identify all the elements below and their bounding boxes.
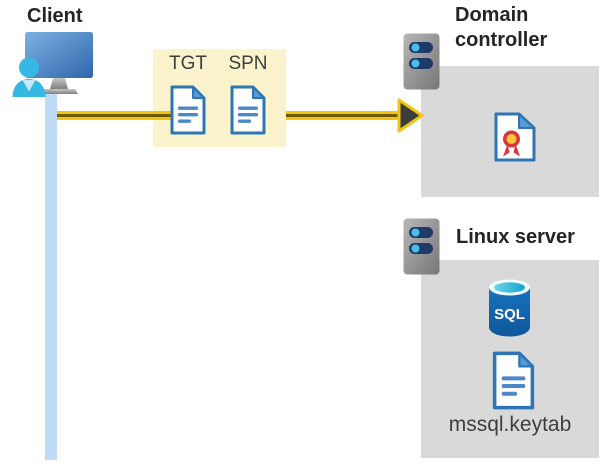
keytab-document-icon (492, 351, 535, 410)
tgt-label: TGT (169, 53, 207, 74)
certificate-icon (494, 112, 536, 162)
domain-controller-server-icon (403, 33, 440, 90)
domain-controller-title: Domain controller (455, 4, 548, 51)
sql-database-icon: SQL (489, 279, 530, 337)
keytab-filename-label: mssql.keytab (448, 413, 572, 436)
sql-icon-label: SQL (494, 306, 525, 323)
auth-arrow-head-icon (397, 98, 424, 133)
client-computer-icon (25, 32, 93, 94)
user-icon (12, 57, 46, 97)
spn-label: SPN (228, 53, 268, 74)
client-timeline-line (45, 92, 57, 460)
linux-server-icon (403, 218, 440, 275)
tgt-document-icon (170, 85, 206, 135)
linux-server-title: Linux server (456, 226, 575, 248)
auth-arrow-shaft-right (286, 111, 399, 120)
auth-arrow-shaft-left (57, 111, 171, 120)
spn-document-icon (230, 85, 266, 135)
client-title: Client (27, 5, 83, 27)
